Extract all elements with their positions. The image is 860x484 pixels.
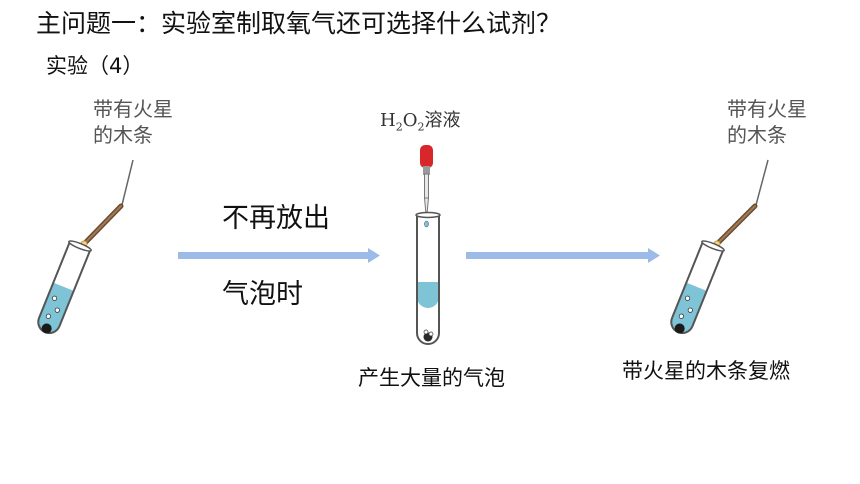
left-glowing-splint xyxy=(80,203,124,248)
left-test-tube xyxy=(34,240,92,337)
dropper xyxy=(420,145,433,228)
reagent-label: H2O2溶液 xyxy=(380,106,460,134)
right-catalyst-icon xyxy=(674,323,685,334)
left-bubble-icon xyxy=(45,313,51,319)
reagent-h: H xyxy=(380,110,396,131)
left-catalyst-icon xyxy=(41,323,52,334)
left-bubble-icon xyxy=(54,307,60,313)
middle-bubble-icon xyxy=(428,331,434,337)
arrow-1-head-icon xyxy=(368,248,380,263)
right-splint-label-line1: 带有火星 xyxy=(727,97,807,121)
reagent-sub-2: 2 xyxy=(417,120,425,134)
right-bubble-icon xyxy=(678,313,684,319)
experiment-subtitle: 实验（4） xyxy=(46,54,144,78)
right-test-tube xyxy=(667,240,725,337)
condition-line-1: 不再放出 xyxy=(222,203,330,234)
droplet-icon xyxy=(424,220,429,228)
page-title: 主问题一：实验室制取氧气还可选择什么试剂？ xyxy=(36,9,562,38)
arrow-2-head-icon xyxy=(648,248,660,263)
arrow-1 xyxy=(178,248,380,263)
right-splint-label-line2: 的木条 xyxy=(727,123,787,147)
dropper-bulb-icon xyxy=(420,145,433,168)
right-caption: 带火星的木条复燃 xyxy=(622,359,790,383)
left-pointer-line xyxy=(121,159,134,206)
reagent-sub-1: 2 xyxy=(395,120,403,134)
left-tube-liquid xyxy=(34,282,75,337)
left-splint-label-line1: 带有火星 xyxy=(93,97,173,121)
right-pointer-line xyxy=(755,159,769,206)
middle-test-tube xyxy=(415,211,441,345)
middle-caption: 产生大量的气泡 xyxy=(358,366,505,390)
right-splint-label: 带有火星 的木条 xyxy=(727,96,807,148)
reagent-o: O xyxy=(402,110,418,131)
right-tube-liquid xyxy=(667,282,708,337)
right-glowing-splint xyxy=(713,203,758,248)
middle-tube-liquid xyxy=(417,282,439,308)
left-splint-label: 带有火星 的木条 xyxy=(93,96,173,148)
left-bubble-icon xyxy=(51,295,58,301)
right-bubble-icon xyxy=(684,295,691,301)
reagent-name: 溶液 xyxy=(424,110,461,131)
arrow-2 xyxy=(466,248,660,263)
middle-bubble-icon xyxy=(423,329,429,335)
right-bubble-icon xyxy=(687,307,693,313)
condition-line-2: 气泡时 xyxy=(222,279,303,310)
left-splint-label-line2: 的木条 xyxy=(93,123,153,147)
